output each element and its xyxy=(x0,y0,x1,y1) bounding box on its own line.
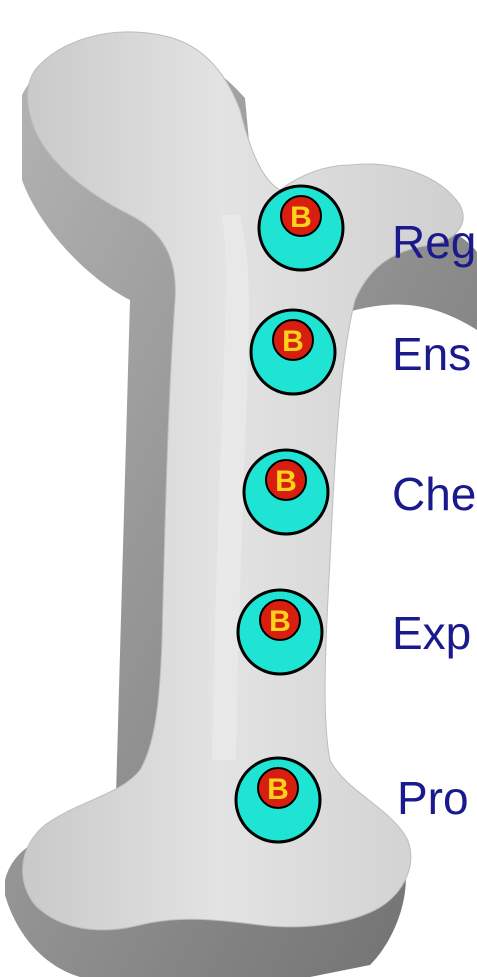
badge-marker-4: B xyxy=(236,588,324,676)
badge-letter: B xyxy=(269,605,291,638)
item-label-5: Pro xyxy=(397,772,469,824)
item-label-3: Che xyxy=(392,468,477,520)
badge-marker-3: B xyxy=(242,448,330,536)
badge-marker-2: B xyxy=(249,308,337,396)
item-label-1: Reg xyxy=(392,216,477,268)
badge-letter: B xyxy=(282,325,304,358)
item-label-2: Ens xyxy=(392,328,472,380)
badge-letter: B xyxy=(275,465,297,498)
item-label-4: Exp xyxy=(392,607,472,659)
badge-marker-5: B xyxy=(234,756,322,844)
badge-letter: B xyxy=(290,201,312,234)
badge-letter: B xyxy=(267,773,289,806)
badge-marker-1: B xyxy=(257,184,345,272)
bone-highlight xyxy=(212,215,250,760)
